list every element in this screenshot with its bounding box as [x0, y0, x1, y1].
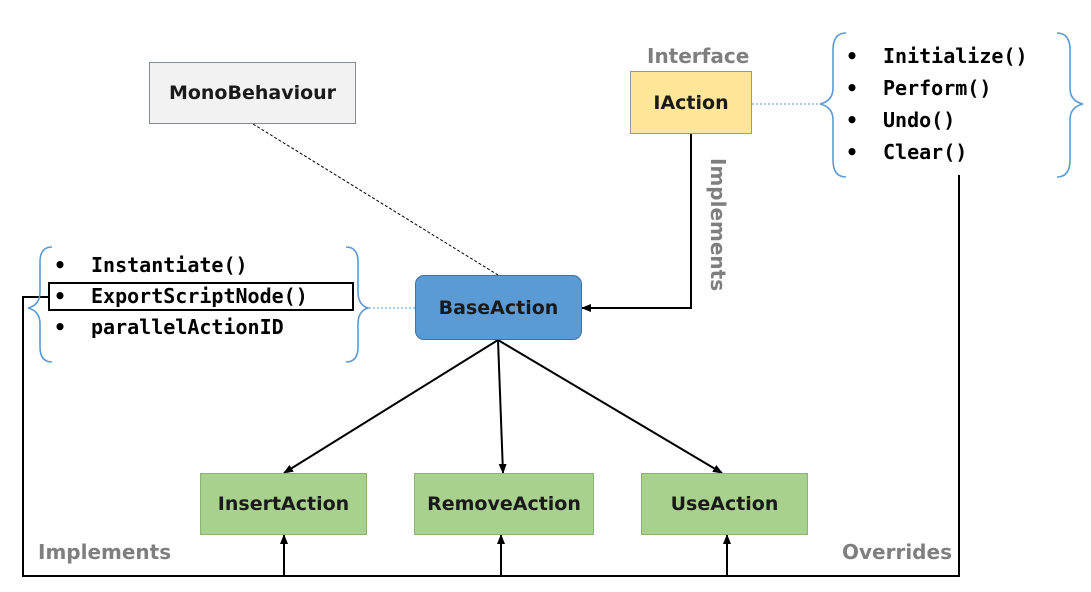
insertaction-label: InsertAction: [217, 493, 350, 515]
base-to-use-arrow: [497, 339, 723, 474]
member-label: ExportScriptNode(): [91, 284, 308, 308]
iaction-box: IAction: [630, 71, 752, 134]
implements-vertical-label: Implements: [706, 158, 730, 292]
insertaction-box: InsertAction: [200, 473, 367, 535]
member-label: Instantiate(): [91, 253, 248, 277]
base-to-insert-arrow: [283, 339, 499, 474]
member-item: • Instantiate(): [46, 250, 308, 281]
mono-to-base-dashed: [252, 123, 499, 276]
bullet-icon: •: [846, 108, 859, 132]
iaction-to-base-arrow: [581, 134, 692, 312]
overrides-label: Overrides: [842, 540, 952, 564]
method-item: • Clear(): [838, 136, 1028, 168]
monobehaviour-label: MonoBehaviour: [168, 82, 337, 104]
bullet-icon: •: [846, 44, 859, 68]
interface-right-brace: [1056, 32, 1084, 178]
implements-bus-line: [22, 175, 960, 577]
method-item: • Undo(): [838, 104, 1028, 136]
monobehaviour-box: MonoBehaviour: [149, 62, 356, 124]
method-label: Initialize(): [883, 44, 1028, 68]
base-left-brace: [27, 246, 53, 363]
baseaction-members-list: • Instantiate() • ExportScriptNode() • para…: [46, 250, 354, 343]
bullet-icon: •: [846, 76, 859, 100]
interface-label: Interface: [647, 44, 750, 68]
base-right-brace: [345, 246, 371, 363]
removeaction-label: RemoveAction: [427, 493, 581, 515]
bullet-icon: •: [846, 140, 859, 164]
iaction-label: IAction: [653, 91, 729, 114]
method-item: • Initialize(): [838, 40, 1028, 72]
implements-bottom-label: Implements: [38, 540, 172, 564]
method-item: • Perform(): [838, 72, 1028, 104]
base-to-remove-arrow: [497, 339, 507, 474]
interface-left-brace: [819, 32, 847, 178]
method-label: Undo(): [883, 108, 956, 132]
method-label: Clear(): [883, 140, 968, 164]
baseaction-box: BaseAction: [415, 275, 582, 340]
method-label: Perform(): [883, 76, 992, 100]
bullet-icon: •: [54, 253, 67, 277]
interface-methods-list: • Initialize() • Perform() • Undo() • Clear(…: [838, 40, 1028, 168]
useaction-box: UseAction: [641, 473, 808, 535]
member-label: parallelActionID: [91, 315, 284, 339]
removeaction-box: RemoveAction: [414, 473, 594, 535]
useaction-label: UseAction: [670, 493, 779, 515]
member-item-highlighted: • ExportScriptNode(): [46, 281, 354, 312]
baseaction-label: BaseAction: [438, 296, 559, 319]
bullet-icon: •: [54, 284, 67, 308]
member-item: • parallelActionID: [46, 312, 308, 343]
bullet-icon: •: [54, 315, 67, 339]
